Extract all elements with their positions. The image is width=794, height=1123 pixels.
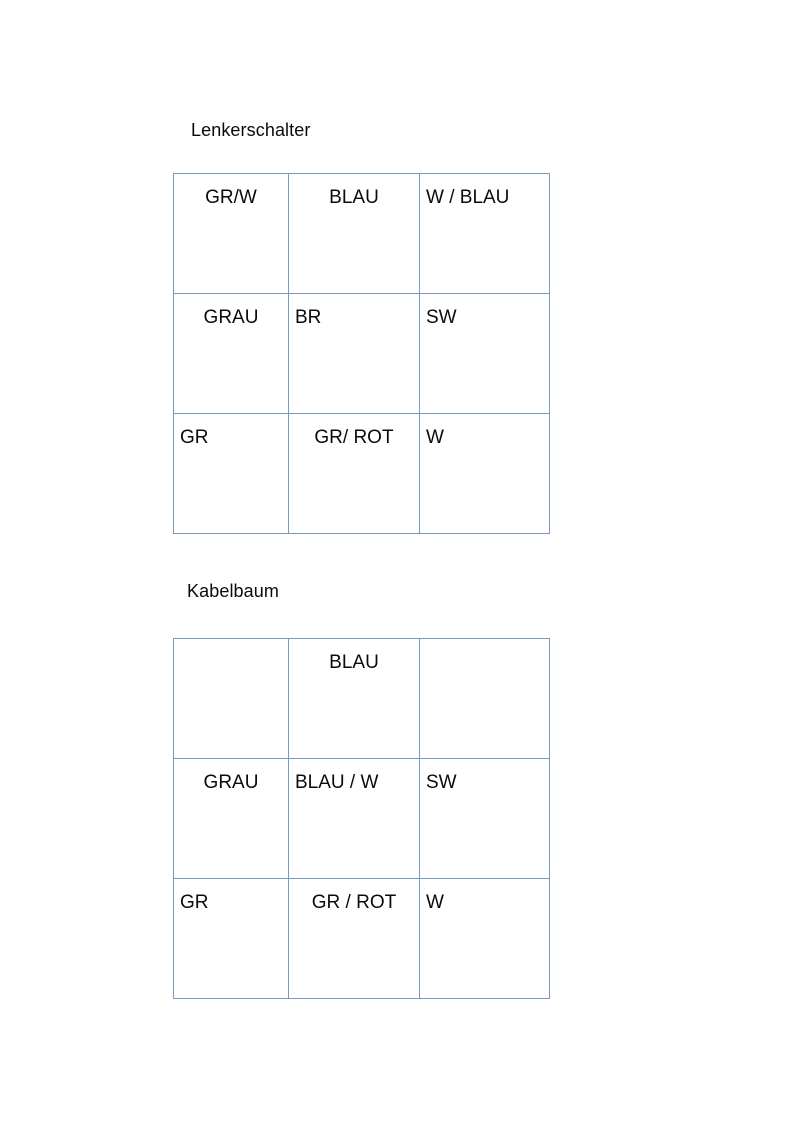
table-cell-w: W (419, 413, 550, 534)
table-cell-gr: GR (173, 413, 289, 534)
section-kabelbaum: Kabelbaum BLAU GRAU BLAU / W SW GR GR (0, 579, 794, 999)
table-cell-w: W (419, 878, 550, 999)
table-cell-blau-w: BLAU / W (288, 758, 420, 879)
table-cell-grau: GRAU (173, 758, 289, 879)
table-row: GR GR/ ROT W (173, 413, 550, 534)
table-row: GRAU BR SW (173, 293, 550, 414)
table-cell-w-blau: W / BLAU (419, 173, 550, 294)
table-cell-br: BR (288, 293, 420, 414)
table-cell-gr-rot: GR/ ROT (288, 413, 420, 534)
table-cell-sw: SW (419, 758, 550, 879)
table-cell-empty-right (419, 638, 550, 759)
wire-color-table-lenkerschalter: GR/W BLAU W / BLAU GRAU BR SW GR GR/ ROT… (173, 173, 550, 534)
table-cell-grau: GRAU (173, 293, 289, 414)
section-lenkerschalter: Lenkerschalter GR/W BLAU W / BLAU GRAU B… (0, 118, 794, 534)
heading-lenkerschalter: Lenkerschalter (191, 120, 311, 140)
table-cell-empty-left (173, 638, 289, 759)
heading-kabelbaum: Kabelbaum (187, 581, 279, 601)
table-row: GR/W BLAU W / BLAU (173, 173, 550, 294)
table-cell-gr-w: GR/W (173, 173, 289, 294)
wire-color-table-kabelbaum: BLAU GRAU BLAU / W SW GR GR / ROT W (173, 638, 550, 999)
table-row: BLAU (173, 638, 550, 759)
table-cell-blau: BLAU (288, 173, 420, 294)
table-row: GRAU BLAU / W SW (173, 758, 550, 879)
table-cell-blau: BLAU (288, 638, 420, 759)
table-cell-sw: SW (419, 293, 550, 414)
table-row: GR GR / ROT W (173, 878, 550, 999)
table-cell-gr-rot: GR / ROT (288, 878, 420, 999)
table-cell-gr: GR (173, 878, 289, 999)
